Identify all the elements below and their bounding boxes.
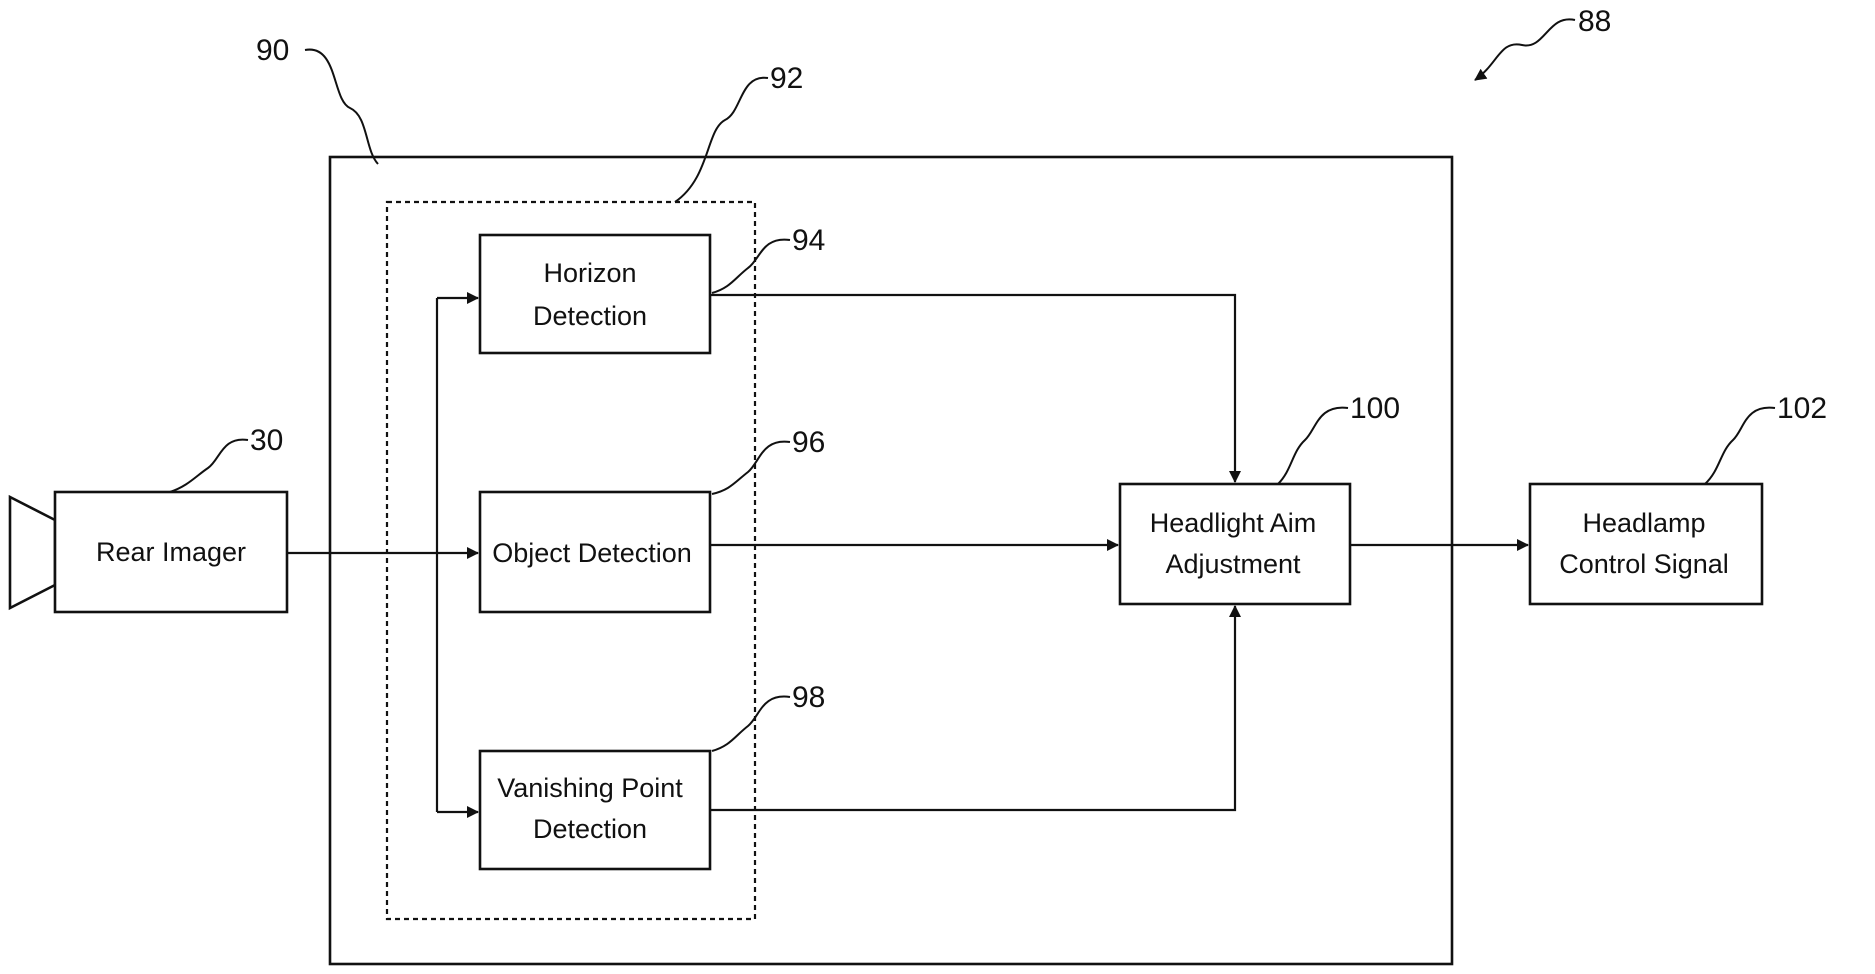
ref-90-leader (305, 50, 378, 164)
ref-30-leader (170, 440, 248, 492)
vanishing-to-aim-arrow (710, 606, 1235, 810)
object-detection-label: Object Detection (492, 538, 692, 568)
ref-94-leader (712, 240, 790, 293)
camera-icon (10, 497, 55, 608)
horizon-to-aim-arrow (710, 295, 1235, 482)
ref-90: 90 (256, 34, 289, 67)
ref-96-leader (712, 442, 790, 494)
ref-98-leader (712, 697, 790, 751)
ref-100-leader (1278, 408, 1348, 484)
ref-92: 92 (770, 62, 803, 95)
ref-96: 96 (792, 426, 825, 459)
horizon-label-line2: Detection (533, 301, 647, 331)
horizon-label-line1: Horizon (543, 258, 636, 288)
vanishing-point-block (480, 751, 710, 869)
aim-label-line2: Adjustment (1165, 549, 1301, 579)
ref-88: 88 (1578, 5, 1611, 38)
ref-92-leader (675, 78, 768, 202)
aim-label-line1: Headlight Aim (1150, 508, 1317, 538)
horizon-detection-block (480, 235, 710, 353)
ref-30: 30 (250, 424, 283, 457)
ref-94: 94 (792, 224, 825, 257)
ref-88-leader (1475, 19, 1575, 80)
rear-imager-label: Rear Imager (96, 537, 246, 567)
vanishing-label-line2: Detection (533, 814, 647, 844)
ref-102: 102 (1777, 392, 1827, 425)
headlight-aim-block (1120, 484, 1350, 604)
vanishing-label-line1: Vanishing Point (497, 773, 683, 803)
signal-label-line1: Headlamp (1582, 508, 1705, 538)
ref-98: 98 (792, 681, 825, 714)
headlamp-control-signal-block (1530, 484, 1762, 604)
ref-102-leader (1705, 408, 1775, 484)
signal-label-line2: Control Signal (1559, 549, 1729, 579)
ref-100: 100 (1350, 392, 1400, 425)
